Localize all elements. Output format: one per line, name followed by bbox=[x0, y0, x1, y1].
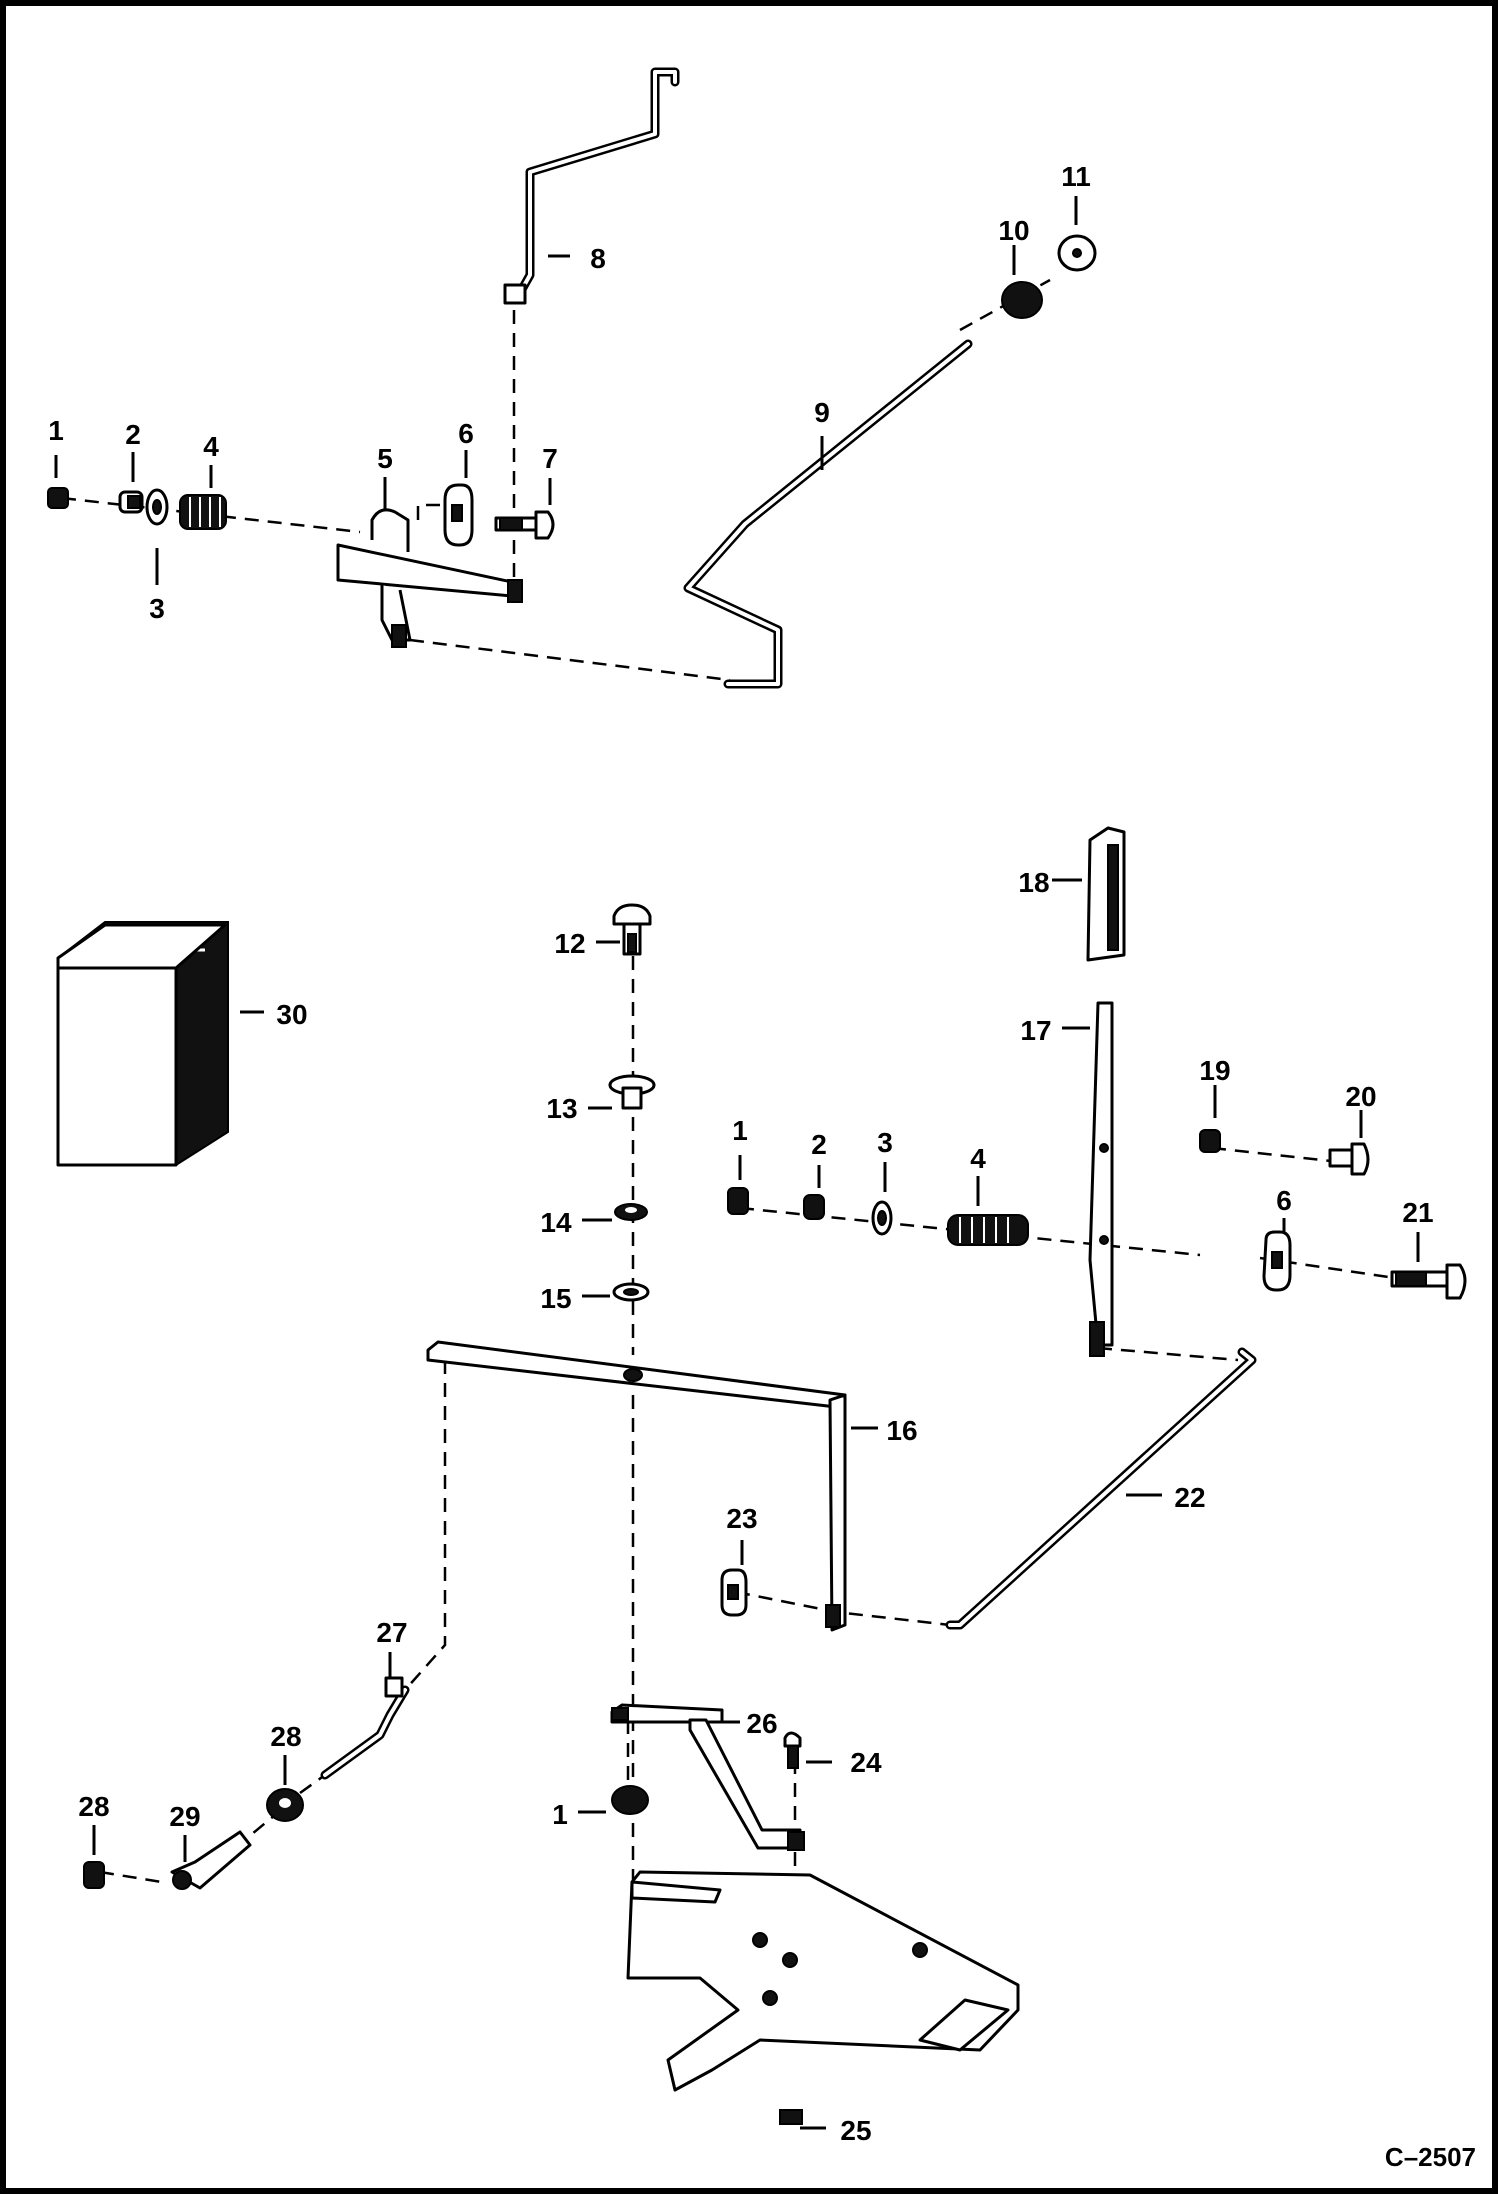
callout-22: 22 bbox=[1174, 1482, 1205, 1513]
part-connecting-rod bbox=[945, 1347, 1257, 1630]
part-nut bbox=[611, 1785, 649, 1815]
part-lever bbox=[1088, 1001, 1114, 1357]
part-link bbox=[443, 483, 474, 547]
part-link bbox=[1262, 1230, 1292, 1292]
callout-2: 2 bbox=[125, 419, 141, 450]
callout-4: 4 bbox=[203, 431, 219, 462]
callout-6: 6 bbox=[1276, 1185, 1292, 1216]
part-bellcrank bbox=[336, 508, 523, 648]
callout-1: 1 bbox=[48, 415, 64, 446]
assembly-line bbox=[1211, 1146, 1341, 1164]
part-rod-end bbox=[170, 1830, 252, 1890]
callout-27: 27 bbox=[376, 1617, 407, 1648]
part-throttle-rod bbox=[503, 67, 680, 305]
part-bolt bbox=[612, 903, 652, 956]
part-spring bbox=[947, 1214, 1029, 1246]
part-nut bbox=[803, 1194, 825, 1220]
assembly-line bbox=[99, 1870, 169, 1885]
drawing-number: C–2507 bbox=[1385, 2142, 1476, 2172]
part-washer bbox=[614, 1203, 648, 1221]
part-link bbox=[720, 1568, 748, 1617]
callout-16: 16 bbox=[886, 1415, 917, 1446]
assembly-line bbox=[299, 1773, 326, 1795]
callout-23: 23 bbox=[726, 1503, 757, 1534]
part-spring bbox=[179, 494, 227, 530]
part-30-box bbox=[56, 921, 229, 1167]
part-handle-grip bbox=[1086, 826, 1126, 962]
part-nut bbox=[83, 1861, 105, 1889]
callout-18: 18 bbox=[1018, 867, 1049, 898]
callout-29: 29 bbox=[169, 1801, 200, 1832]
callout-28: 28 bbox=[270, 1721, 301, 1752]
callout-28: 28 bbox=[78, 1791, 109, 1822]
part-washer bbox=[145, 488, 169, 526]
callout-8: 8 bbox=[590, 243, 606, 274]
part-mounting-plate bbox=[626, 1870, 1020, 2125]
callout-17: 17 bbox=[1020, 1015, 1051, 1046]
part-nut bbox=[1199, 1129, 1221, 1153]
callout-3: 3 bbox=[877, 1127, 893, 1158]
part-washer bbox=[871, 1200, 893, 1236]
part-bolt bbox=[494, 510, 555, 540]
part-bracket bbox=[426, 1340, 847, 1632]
callout-21: 21 bbox=[1402, 1197, 1433, 1228]
callout-9: 9 bbox=[814, 397, 830, 428]
callout-20: 20 bbox=[1345, 1081, 1376, 1112]
part-washer bbox=[612, 1282, 650, 1302]
callout-4: 4 bbox=[970, 1143, 986, 1174]
part-nut bbox=[47, 487, 69, 509]
part-bushing bbox=[608, 1074, 656, 1110]
part-nut bbox=[266, 1788, 304, 1822]
part-knob bbox=[1057, 234, 1097, 272]
callout-13: 13 bbox=[546, 1093, 577, 1124]
callout-1: 1 bbox=[552, 1799, 568, 1830]
part-bolt bbox=[1328, 1142, 1370, 1176]
part-grip bbox=[1001, 281, 1043, 319]
callout-25: 25 bbox=[840, 2115, 871, 2146]
assembly-line bbox=[404, 1360, 447, 1691]
part-nut bbox=[118, 490, 144, 514]
part-nut bbox=[727, 1187, 749, 1215]
callout-19: 19 bbox=[1199, 1055, 1230, 1086]
callout-24: 24 bbox=[850, 1747, 882, 1778]
callout-26: 26 bbox=[746, 1708, 777, 1739]
part-bolt bbox=[1390, 1263, 1467, 1300]
assembly-line bbox=[416, 503, 455, 520]
callout-3: 3 bbox=[149, 593, 165, 624]
assembly-line bbox=[409, 638, 731, 682]
part-rod bbox=[320, 1676, 410, 1780]
callout-6: 6 bbox=[458, 418, 474, 449]
callout-30: 30 bbox=[276, 999, 307, 1030]
callout-2: 2 bbox=[811, 1129, 827, 1160]
callout-11: 11 bbox=[1061, 161, 1091, 192]
callout-7: 7 bbox=[542, 443, 558, 474]
part-bolt bbox=[783, 1731, 802, 1769]
callout-1: 1 bbox=[732, 1115, 748, 1146]
part-bellcrank bbox=[610, 1703, 805, 1851]
callout-10: 10 bbox=[998, 215, 1029, 246]
assembly-line bbox=[1097, 1346, 1239, 1362]
callout-12: 12 bbox=[554, 928, 585, 959]
callout-5: 5 bbox=[377, 443, 393, 474]
part-control-rod bbox=[683, 339, 973, 689]
callout-14: 14 bbox=[540, 1207, 572, 1238]
callout-15: 15 bbox=[540, 1283, 571, 1314]
